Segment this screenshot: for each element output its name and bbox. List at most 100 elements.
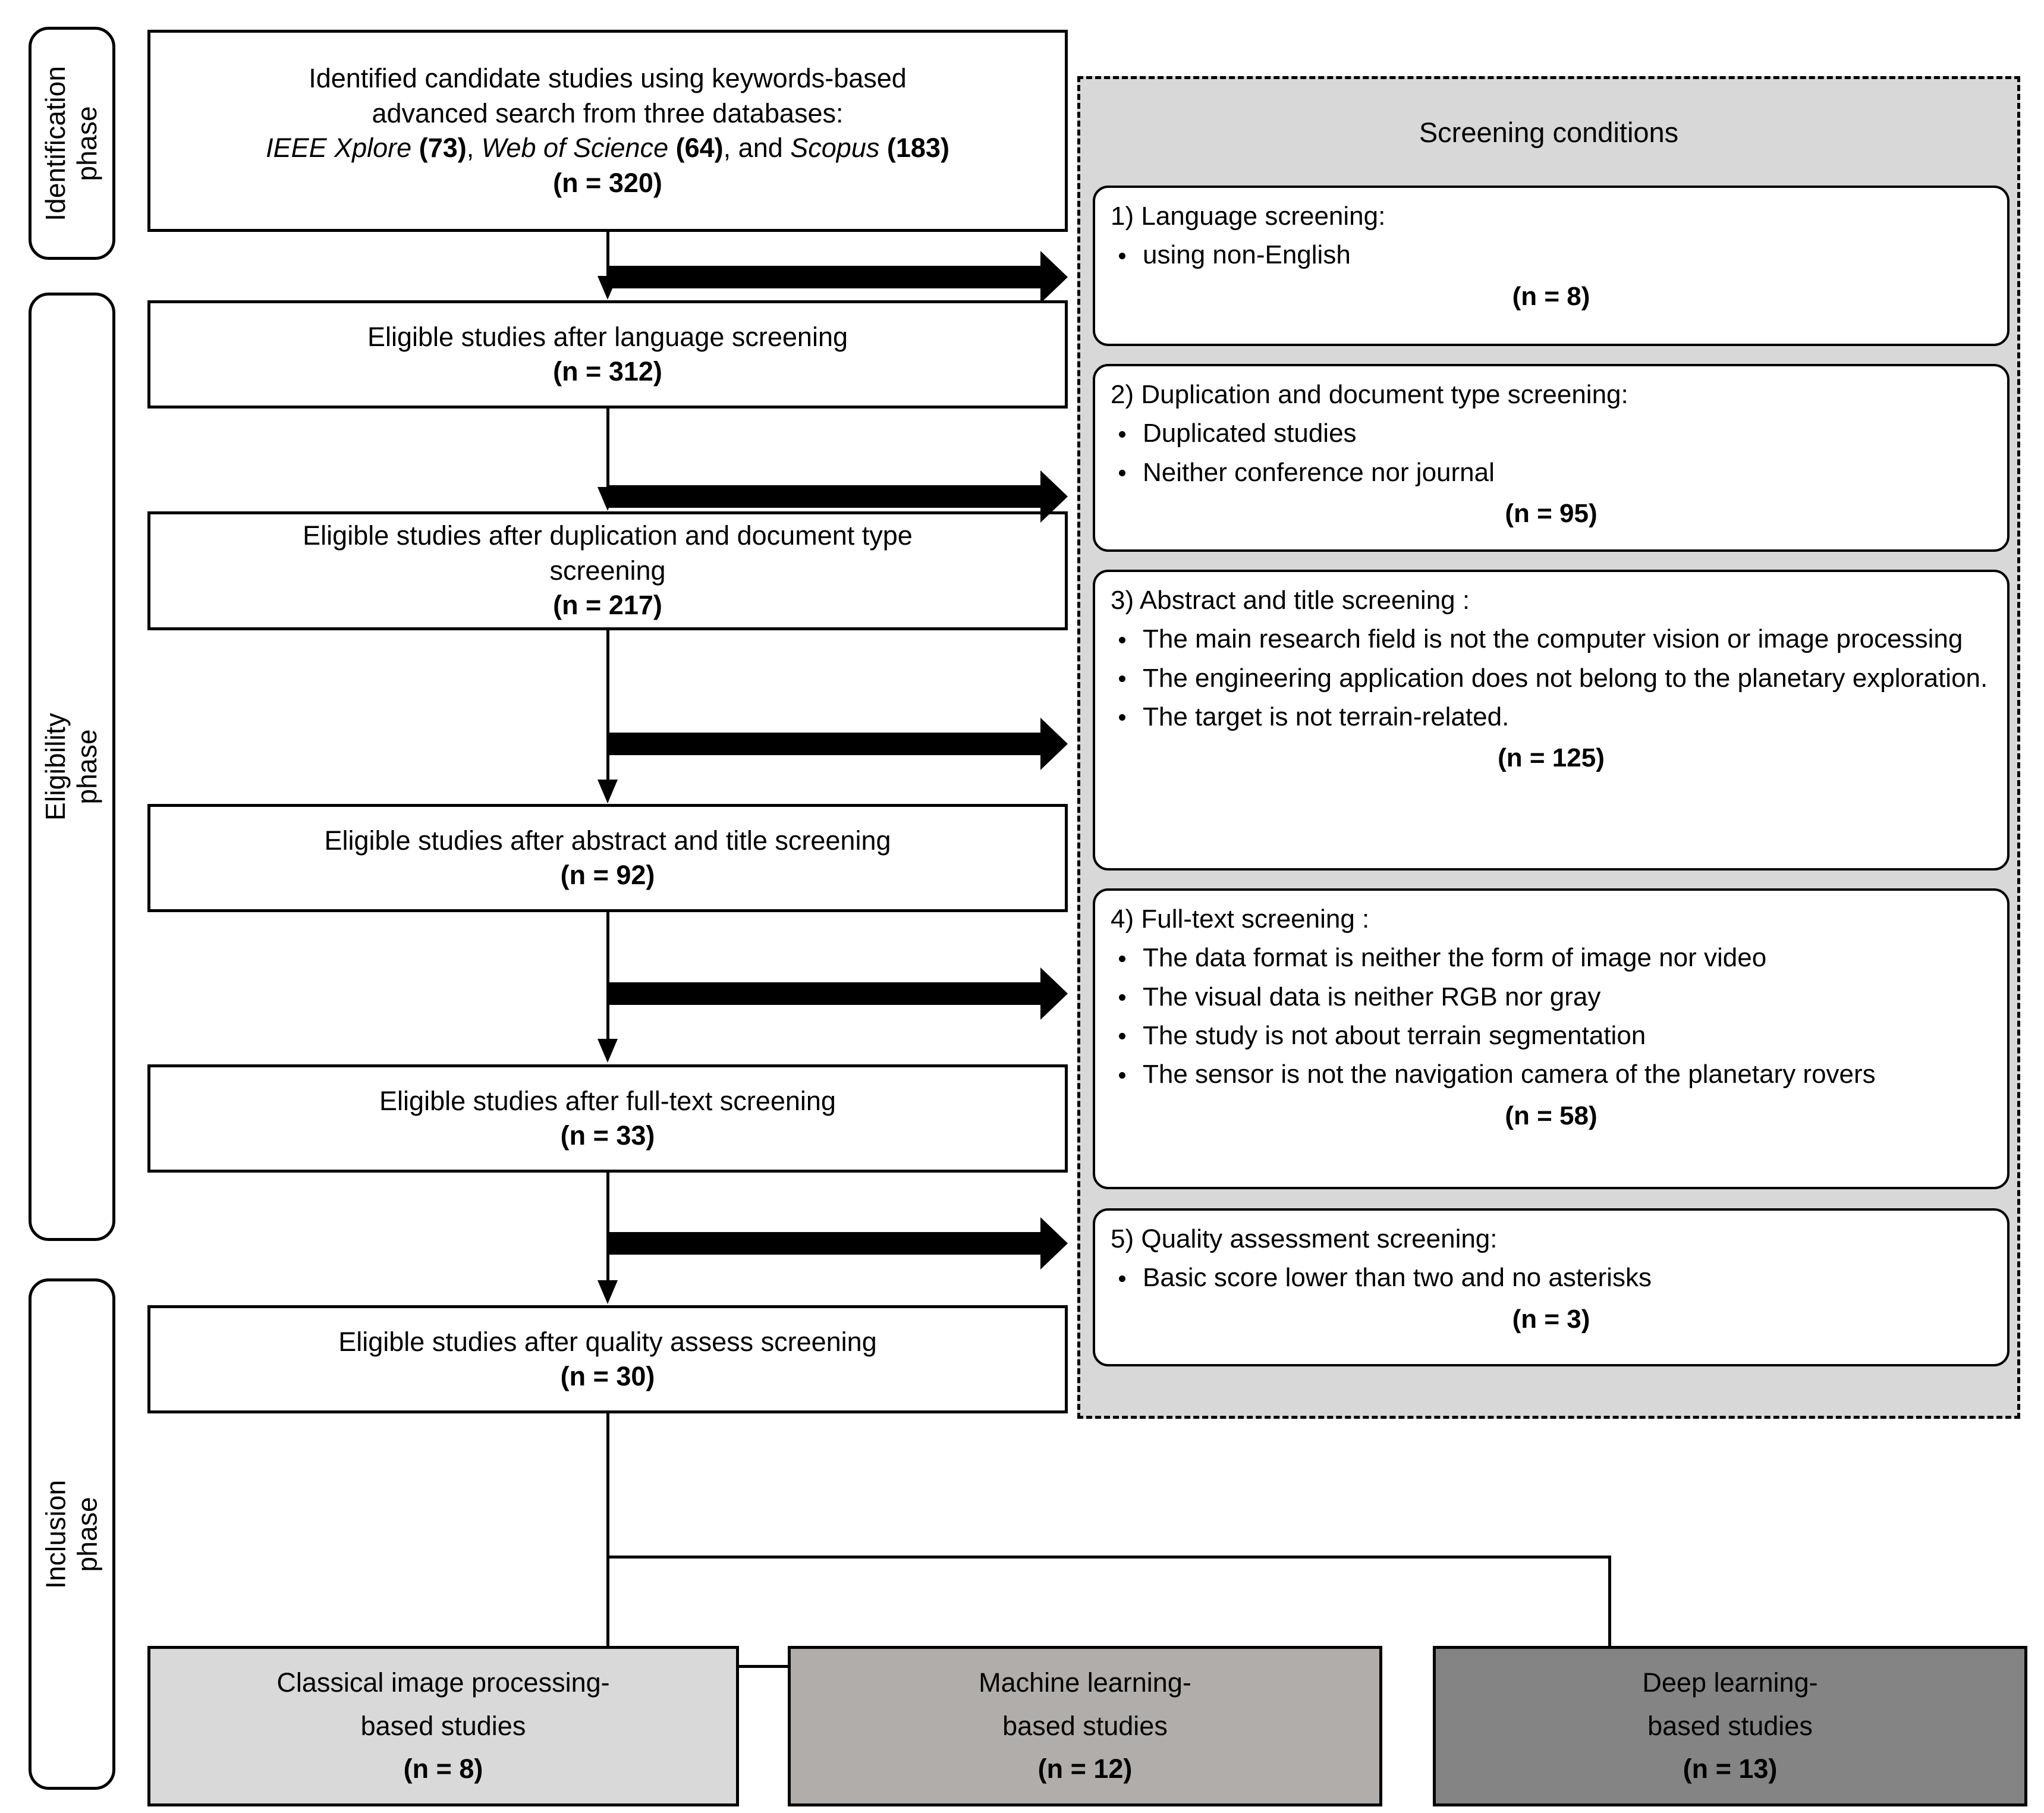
arrowhead-to-quality — [598, 1280, 618, 1304]
condition-box-abstract-title-screening: 3) Abstract and title screening : The ma… — [1093, 570, 2010, 871]
connector-identification-to-language — [606, 232, 609, 278]
database-name-ieee: IEEE Xplore — [266, 133, 412, 163]
result-deep-learning-line1: Deep learning- — [1642, 1667, 1818, 1698]
result-classical-line1: Classical image processing- — [276, 1667, 610, 1698]
bullet-item: The sensor is not the navigation camera … — [1111, 1055, 1992, 1093]
flow-box-after-abstract-title: Eligible studies after abstract and titl… — [147, 804, 1068, 912]
exclusion-arrow-abstract-title — [606, 718, 1068, 770]
database-name-wos: Web of Science — [481, 133, 669, 163]
database-count-wos: (64) — [675, 133, 724, 163]
bullet-item: The main research field is not the compu… — [1111, 620, 1992, 658]
flow-box-after-abstract-title-count: (n = 92) — [560, 860, 655, 890]
separator-1: , — [466, 133, 482, 163]
result-machine-learning-line1: Machine learning- — [979, 1667, 1191, 1698]
result-machine-learning-line2: based studies — [1002, 1710, 1168, 1741]
flow-box-after-full-text: Eligible studies after full-text screeni… — [147, 1064, 1068, 1173]
phase-rail-identification: Identification phase — [29, 27, 115, 260]
flow-box-after-duplication-count: (n = 217) — [553, 590, 662, 621]
phase-rail-inclusion: Inclusion phase — [29, 1278, 115, 1790]
flow-box-after-language: Eligible studies after language screenin… — [147, 300, 1068, 409]
bullet-item: The engineering application does not bel… — [1111, 659, 1992, 697]
phase-label-inclusion-line1: Inclusion — [40, 1479, 71, 1589]
bullet-item: using non-English — [1111, 236, 1992, 274]
connector-duplication-to-abstract — [606, 630, 609, 782]
condition-bullets-quality: Basic score lower than two and no asteri… — [1111, 1259, 1992, 1296]
condition-heading-abstract-title: 3) Abstract and title screening : — [1111, 586, 1470, 615]
phase-label-eligibility-line1: Eligibility — [40, 712, 71, 821]
result-deep-learning-line2: based studies — [1647, 1710, 1813, 1741]
condition-bullets-abstract-title: The main research field is not the compu… — [1111, 620, 1992, 736]
result-box-machine-learning: Machine learning- based studies (n = 12) — [788, 1646, 1382, 1806]
result-deep-learning-count: (n = 13) — [1683, 1754, 1778, 1784]
result-box-deep-learning: Deep learning- based studies (n = 13) — [1433, 1646, 2027, 1806]
database-count-scopus: (183) — [886, 133, 949, 163]
flow-box-after-language-title: Eligible studies after language screenin… — [367, 321, 848, 352]
condition-count-full-text: (n = 58) — [1505, 1101, 1598, 1130]
condition-count-language: (n = 8) — [1512, 281, 1590, 311]
exclusion-arrow-duplication — [606, 470, 1068, 523]
condition-box-duplication-screening: 2) Duplication and document type screeni… — [1093, 364, 2010, 552]
flow-box-after-language-count: (n = 312) — [553, 356, 662, 387]
flow-box-identified-candidate-studies: Identified candidate studies using keywo… — [147, 30, 1068, 232]
flow-box-after-duplication: Eligible studies after duplication and d… — [147, 511, 1068, 630]
separator-2: , and — [723, 133, 791, 163]
bullet-item: Neither conference nor journal — [1111, 454, 1992, 491]
bullet-item: The visual data is neither RGB nor gray — [1111, 978, 1992, 1016]
condition-count-duplication: (n = 95) — [1505, 499, 1598, 529]
condition-bullets-full-text: The data format is neither the form of i… — [1111, 939, 1992, 1093]
result-box-classical-image-processing: Classical image processing- based studie… — [147, 1646, 739, 1806]
branch-horizontal-deep-learning — [606, 1556, 1611, 1559]
result-machine-learning-count: (n = 12) — [1037, 1754, 1133, 1784]
condition-heading-quality: 5) Quality assessment screening: — [1111, 1224, 1498, 1253]
condition-bullets-duplication: Duplicated studies Neither conference no… — [1111, 414, 1992, 491]
flow-box-after-full-text-count: (n = 33) — [560, 1120, 655, 1151]
identification-line2: advanced search from three databases: — [372, 98, 844, 128]
phase-label-identification-line1: Identification — [40, 65, 71, 221]
phase-label-identification-line2: phase — [72, 105, 103, 181]
phase-label-inclusion-line2: phase — [72, 1496, 103, 1572]
identification-line1: Identified candidate studies using keywo… — [309, 63, 907, 93]
screening-conditions-title: Screening conditions — [1077, 116, 2020, 149]
condition-heading-duplication: 2) Duplication and document type screeni… — [1111, 380, 1628, 409]
condition-count-quality: (n = 3) — [1512, 1304, 1590, 1334]
flow-box-after-duplication-title2: screening — [549, 555, 666, 586]
bullet-item: The study is not about terrain segmentat… — [1111, 1017, 1992, 1054]
exclusion-arrow-quality — [606, 1217, 1068, 1270]
flow-box-after-duplication-title: Eligible studies after duplication and d… — [303, 520, 913, 551]
condition-heading-full-text: 4) Full-text screening : — [1111, 904, 1370, 934]
phase-label-eligibility-line2: phase — [72, 729, 103, 805]
flow-box-after-quality-count: (n = 30) — [560, 1361, 655, 1391]
identification-databases: IEEE Xplore (73), Web of Science (64), a… — [266, 131, 949, 166]
database-name-scopus: Scopus — [790, 133, 880, 163]
arrowhead-to-abstract — [598, 780, 618, 803]
branch-trunk — [606, 1413, 609, 1657]
phase-label-eligibility: Eligibility phase — [40, 713, 104, 821]
bullet-item: Duplicated studies — [1111, 414, 1992, 452]
flow-box-after-quality: Eligible studies after quality assess sc… — [147, 1305, 1068, 1413]
connector-fulltext-to-quality — [606, 1173, 609, 1283]
condition-box-full-text-screening: 4) Full-text screening : The data format… — [1093, 888, 2010, 1189]
connector-language-to-duplication — [606, 409, 609, 489]
phase-label-inclusion: Inclusion phase — [40, 1479, 104, 1588]
condition-box-language-screening: 1) Language screening: using non-English… — [1093, 186, 2010, 346]
screening-conditions-title-text: Screening conditions — [1419, 117, 1679, 148]
bullet-item: The data format is neither the form of i… — [1111, 939, 1992, 976]
phase-label-identification: Identification phase — [40, 65, 104, 221]
flow-box-after-full-text-title: Eligible studies after full-text screeni… — [379, 1085, 836, 1116]
exclusion-arrow-language — [606, 251, 1068, 303]
bullet-item: The target is not terrain-related. — [1111, 698, 1992, 736]
flow-box-after-abstract-title-title: Eligible studies after abstract and titl… — [324, 825, 891, 856]
condition-box-quality-assessment-screening: 5) Quality assessment screening: Basic s… — [1093, 1208, 2010, 1366]
database-count-ieee: (73) — [419, 133, 467, 163]
condition-heading-language: 1) Language screening: — [1111, 202, 1386, 231]
connector-abstract-to-fulltext — [606, 912, 609, 1041]
flow-box-after-quality-title: Eligible studies after quality assess sc… — [338, 1326, 877, 1357]
arrowhead-to-fulltext — [598, 1039, 618, 1063]
result-classical-line2: based studies — [360, 1710, 526, 1741]
condition-bullets-language: using non-English — [1111, 236, 1992, 274]
bullet-item: Basic score lower than two and no asteri… — [1111, 1259, 1992, 1296]
exclusion-arrow-full-text — [606, 967, 1068, 1020]
condition-count-abstract-title: (n = 125) — [1498, 743, 1605, 773]
result-classical-count: (n = 8) — [403, 1754, 483, 1784]
